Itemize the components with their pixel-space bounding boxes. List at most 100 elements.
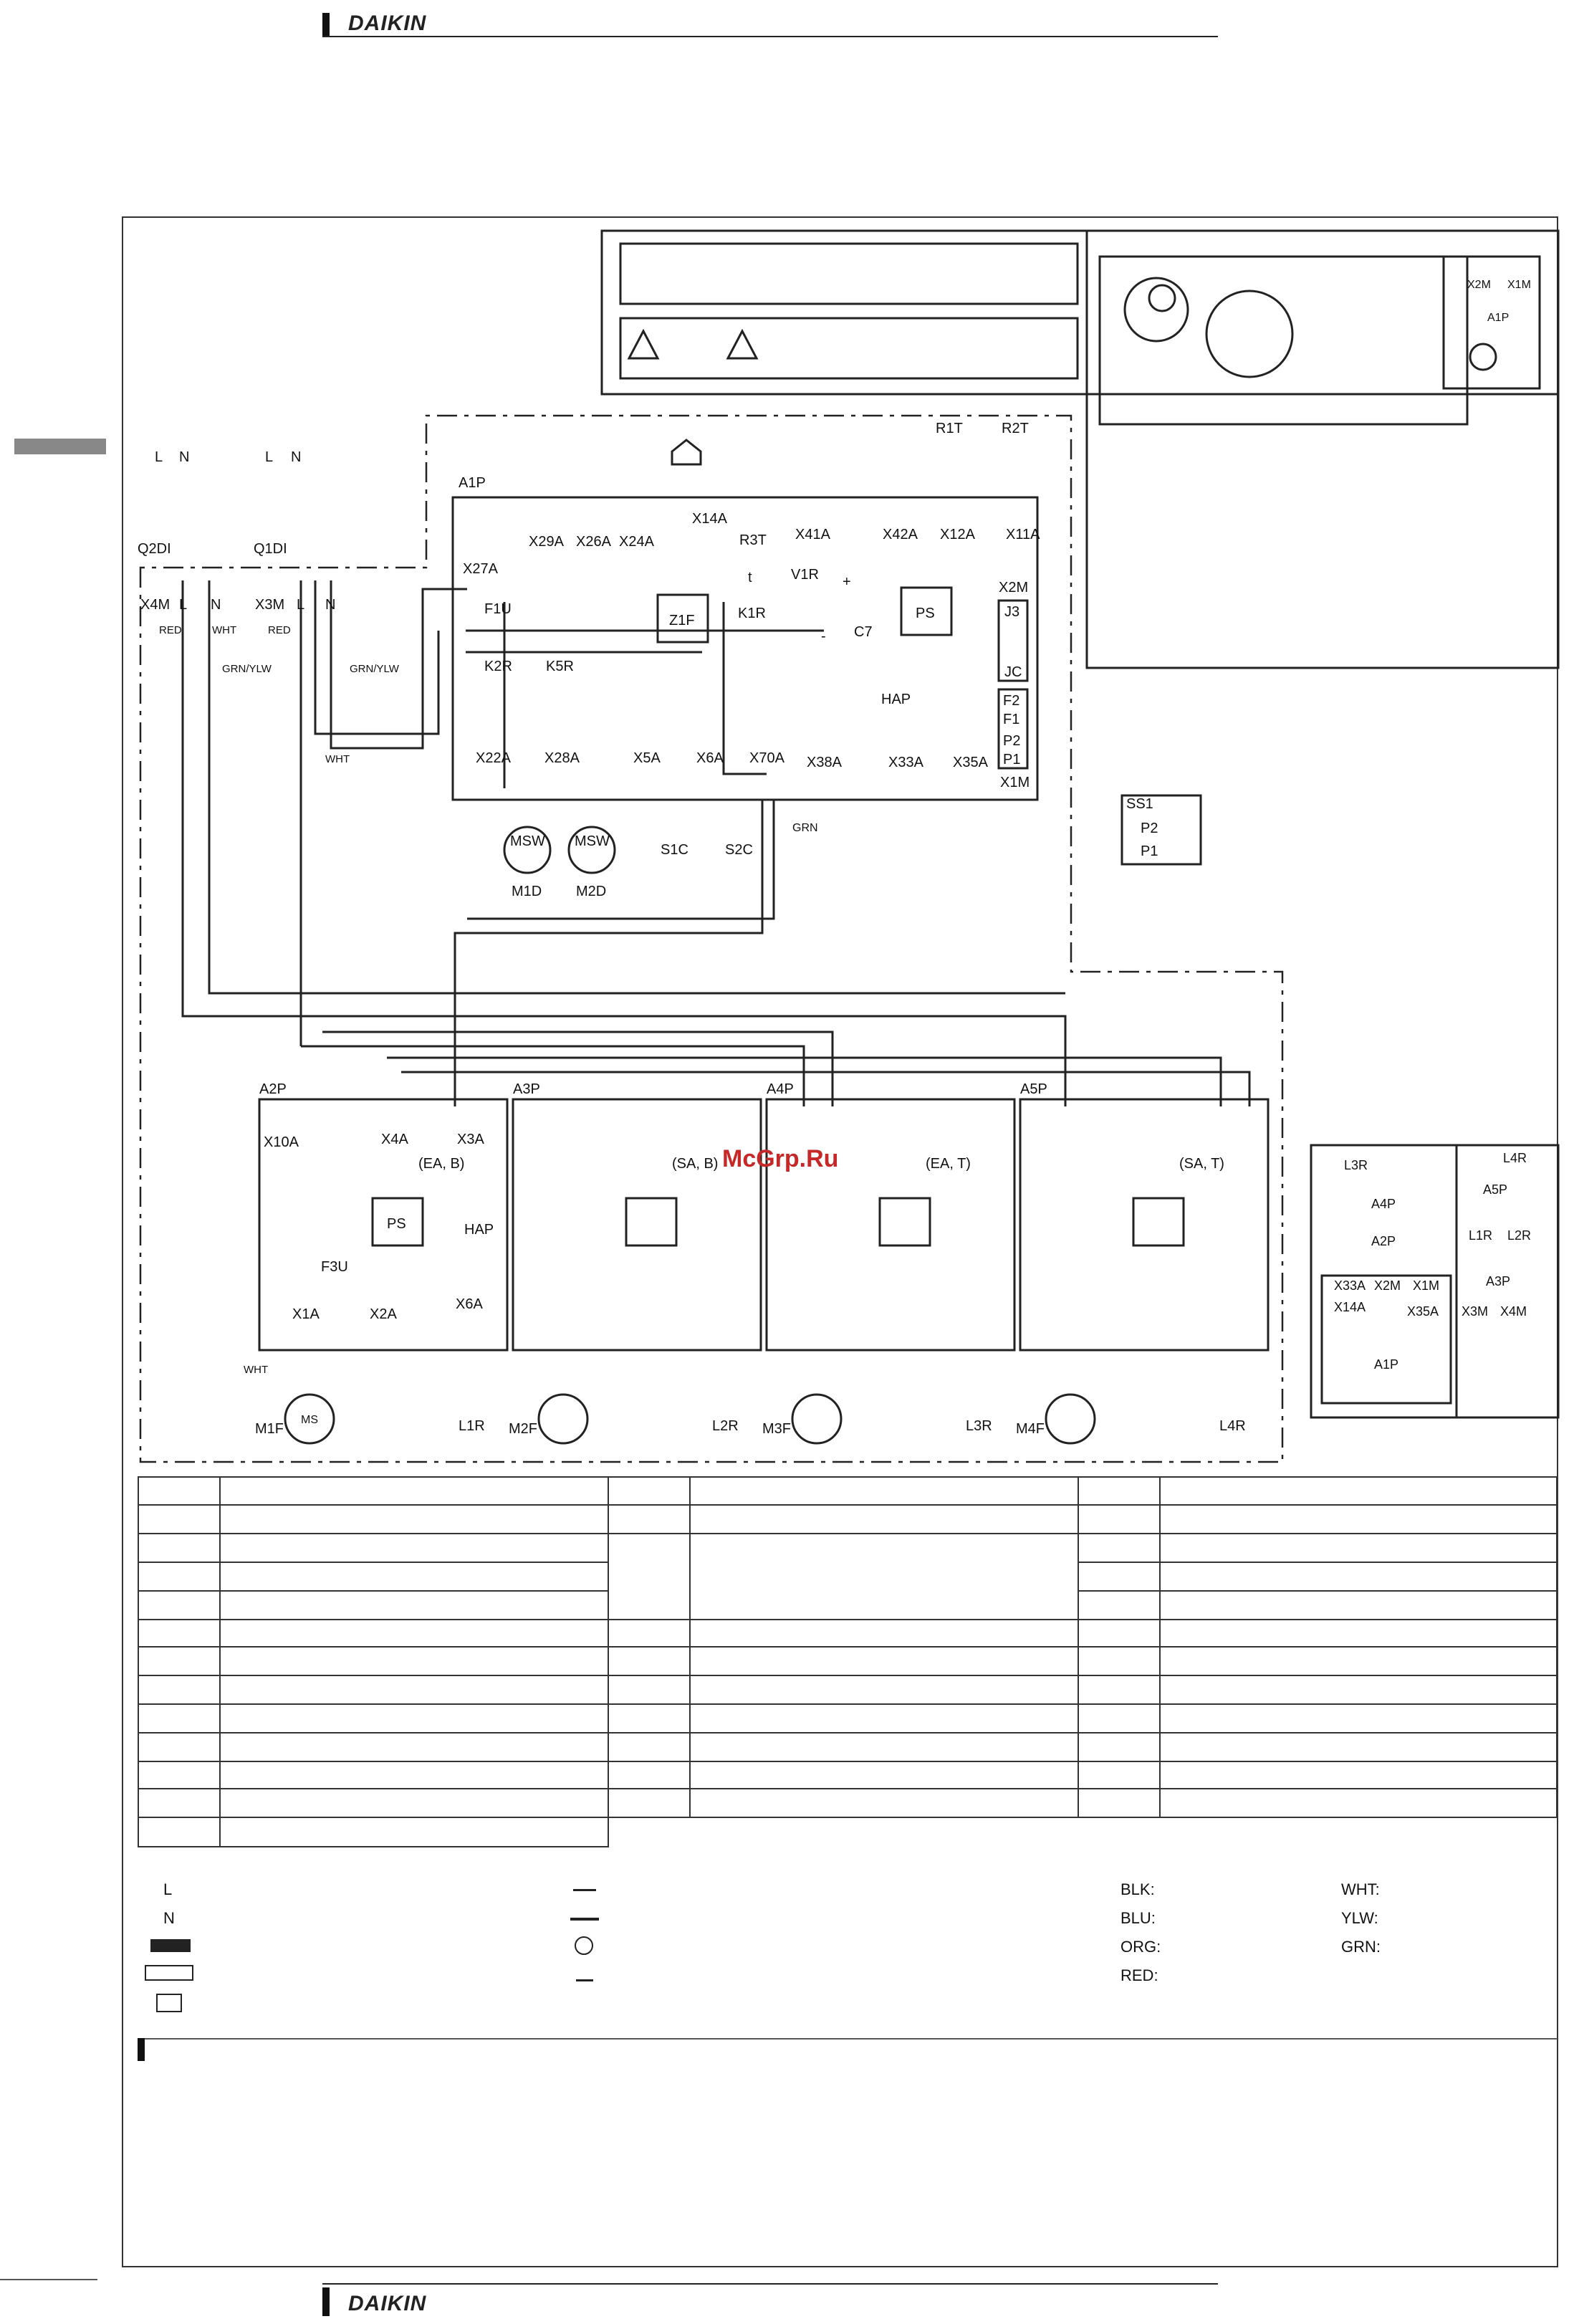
fan-board-a2p-outline bbox=[258, 1098, 509, 1352]
notes-rule bbox=[145, 2038, 1558, 2040]
svg-text:X35A: X35A bbox=[953, 755, 989, 770]
svg-text:X11A: X11A bbox=[1006, 527, 1040, 542]
connector-symbol-icon bbox=[150, 1939, 191, 1952]
svg-text:X33A: X33A bbox=[888, 755, 924, 770]
svg-text:Z1F: Z1F bbox=[669, 613, 695, 628]
svg-text:X4M: X4M bbox=[140, 597, 170, 613]
legend-n: N bbox=[163, 1909, 175, 1927]
svg-text:M1D: M1D bbox=[512, 884, 542, 899]
svg-text:PS: PS bbox=[916, 606, 935, 621]
svg-text:L4R: L4R bbox=[1219, 1418, 1246, 1434]
svg-text:(SA, T): (SA, T) bbox=[1179, 1156, 1224, 1172]
header: DAIKIN bbox=[322, 6, 1218, 42]
svg-text:A5P: A5P bbox=[1483, 1182, 1507, 1197]
svg-text:GRN/YLW: GRN/YLW bbox=[222, 663, 272, 675]
terminal-strip-icon bbox=[145, 1965, 193, 1981]
svg-text:X1A: X1A bbox=[292, 1306, 320, 1322]
main-pcb-label: A1P bbox=[459, 475, 486, 491]
detail-box bbox=[1085, 229, 1560, 669]
svg-text:V1R: V1R bbox=[791, 567, 819, 583]
svg-text:F3U: F3U bbox=[321, 1259, 348, 1275]
svg-text:RED: RED bbox=[159, 624, 182, 636]
fan-board-a4p-outline bbox=[765, 1098, 1016, 1352]
color-grn: GRN: bbox=[1341, 1938, 1381, 1956]
side-tab bbox=[14, 439, 106, 454]
svg-text:A4P: A4P bbox=[1371, 1197, 1396, 1211]
svg-text:X3A: X3A bbox=[457, 1132, 484, 1147]
svg-text:JC: JC bbox=[1004, 664, 1022, 680]
field-wiring-icon bbox=[573, 1889, 596, 1891]
svg-text:L4R: L4R bbox=[1503, 1151, 1527, 1165]
svg-text:X4A: X4A bbox=[381, 1132, 408, 1147]
svg-text:L3R: L3R bbox=[1344, 1158, 1368, 1172]
svg-text:R2T: R2T bbox=[1002, 421, 1029, 436]
svg-text:X1M: X1M bbox=[1507, 279, 1531, 291]
svg-text:X26A: X26A bbox=[576, 534, 612, 550]
header-bar-mark bbox=[322, 13, 330, 37]
header-brand-logo: DAIKIN bbox=[348, 11, 427, 35]
svg-text:F1: F1 bbox=[1003, 712, 1019, 727]
svg-text:-: - bbox=[821, 628, 826, 644]
svg-text:L2R: L2R bbox=[712, 1418, 739, 1434]
footer-rule-left bbox=[0, 2279, 97, 2280]
svg-text:X33A: X33A bbox=[1334, 1278, 1366, 1293]
table-grid bbox=[138, 1504, 1558, 1818]
svg-text:L1R: L1R bbox=[459, 1418, 485, 1434]
svg-text:WHT: WHT bbox=[244, 1364, 268, 1376]
svg-text:X1M: X1M bbox=[1000, 775, 1030, 790]
svg-text:X41A: X41A bbox=[795, 527, 831, 542]
watermark: McGrp.Ru bbox=[722, 1145, 839, 1172]
svg-text:R3T: R3T bbox=[739, 532, 767, 548]
svg-text:L2R: L2R bbox=[1507, 1228, 1531, 1243]
house-icon bbox=[671, 439, 702, 466]
svg-text:X3M: X3M bbox=[1462, 1304, 1488, 1319]
svg-text:A1P: A1P bbox=[1374, 1357, 1398, 1372]
svg-text:J3: J3 bbox=[1004, 604, 1019, 620]
svg-text:X14A: X14A bbox=[1334, 1300, 1366, 1314]
legend-l: L bbox=[163, 1880, 173, 1898]
svg-text:MSW: MSW bbox=[575, 833, 610, 849]
fan-board-a5p-outline bbox=[1019, 1098, 1270, 1352]
svg-text:M3F: M3F bbox=[762, 1421, 791, 1437]
svg-text:X42A: X42A bbox=[883, 527, 918, 542]
noiseless-earth-icon bbox=[576, 1968, 593, 1981]
svg-text:X2M: X2M bbox=[999, 580, 1028, 596]
svg-text:M4F: M4F bbox=[1016, 1421, 1045, 1437]
svg-text:S1C: S1C bbox=[661, 842, 688, 858]
svg-text:(EA, B): (EA, B) bbox=[418, 1156, 464, 1172]
footer-rule bbox=[322, 2283, 1218, 2285]
fan-board-a3p-outline bbox=[512, 1098, 762, 1352]
svg-text:X24A: X24A bbox=[619, 534, 655, 550]
relay-symbol-icon bbox=[156, 1994, 182, 2012]
svg-text:P1: P1 bbox=[1141, 843, 1158, 859]
svg-text:X3M: X3M bbox=[255, 597, 284, 613]
color-blk: BLK: bbox=[1120, 1880, 1155, 1898]
svg-text:X6A: X6A bbox=[696, 750, 724, 766]
svg-text:X4M: X4M bbox=[1500, 1304, 1527, 1319]
svg-text:X28A: X28A bbox=[544, 750, 580, 766]
svg-text:X5A: X5A bbox=[633, 750, 661, 766]
color-blu: BLU: bbox=[1120, 1909, 1156, 1927]
svg-text:SS1: SS1 bbox=[1126, 796, 1153, 812]
main-pcb-outline bbox=[451, 496, 1039, 801]
svg-text:A2P: A2P bbox=[1371, 1234, 1396, 1248]
color-org: ORG: bbox=[1120, 1938, 1161, 1956]
svg-text:N: N bbox=[211, 597, 221, 613]
svg-text:X10A: X10A bbox=[264, 1134, 299, 1150]
svg-text:L: L bbox=[265, 449, 273, 465]
svg-text:L: L bbox=[155, 449, 163, 465]
svg-text:X70A: X70A bbox=[749, 750, 785, 766]
svg-text:P2: P2 bbox=[1003, 733, 1020, 749]
color-ylw: YLW: bbox=[1341, 1909, 1378, 1927]
svg-text:K2R: K2R bbox=[484, 659, 512, 674]
earth-icon bbox=[575, 1936, 593, 1955]
svg-text:A2P: A2P bbox=[259, 1081, 287, 1097]
svg-text:X6A: X6A bbox=[456, 1296, 483, 1312]
svg-text:X38A: X38A bbox=[807, 755, 843, 770]
svg-text:L1R: L1R bbox=[1469, 1228, 1492, 1243]
svg-text:Q2DI: Q2DI bbox=[138, 541, 171, 557]
svg-text:HAP: HAP bbox=[881, 692, 911, 707]
color-wht: WHT: bbox=[1341, 1880, 1380, 1898]
svg-text:RED: RED bbox=[268, 624, 291, 636]
svg-text:PS: PS bbox=[387, 1216, 406, 1232]
